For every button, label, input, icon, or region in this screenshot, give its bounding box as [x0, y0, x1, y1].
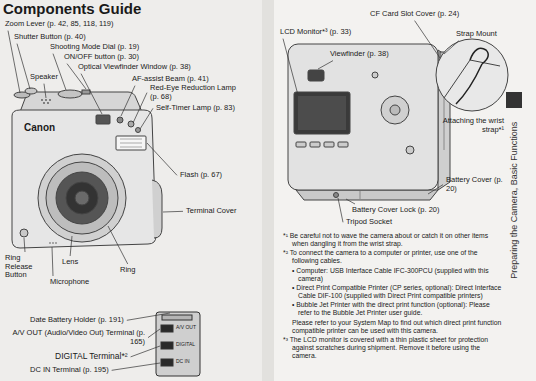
- port-label: DIGITAL: [176, 342, 195, 348]
- part-label: Terminal Cover: [186, 207, 236, 216]
- part-label: Red-Eye Reduction Lamp (p. 68): [150, 84, 242, 101]
- part-label: Tripod Socket: [346, 218, 392, 227]
- part-label: Ring: [120, 266, 135, 275]
- part-label: Speaker: [30, 73, 58, 82]
- section-tab: [506, 92, 522, 108]
- speaker-holes: [41, 99, 51, 104]
- part-label: A/V OUT (Audio/Video Out) Terminal (p. 1…: [5, 329, 145, 346]
- leader-line: [283, 39, 298, 95]
- leader-line: [112, 363, 160, 370]
- part-label: Optical Viewfinder Window (p. 38): [78, 63, 191, 72]
- brand-logo: Canon: [24, 122, 55, 134]
- leader-line: [163, 211, 183, 213]
- leader-line: [133, 93, 147, 123]
- leader-line: [44, 84, 46, 98]
- microphone-holes: [49, 242, 57, 244]
- terminal-panel: [156, 312, 200, 376]
- part-label: Flash (p. 67): [180, 171, 222, 180]
- leader-line: [127, 313, 170, 320]
- page-gutter: [262, 0, 274, 381]
- port-label: DC IN: [176, 359, 190, 365]
- leader-line: [108, 226, 128, 264]
- leader-line: [24, 238, 25, 252]
- leader-line: [140, 108, 153, 129]
- footnote-item: • Direct Print Compatible Printer (CP se…: [283, 284, 503, 300]
- part-label: Viewfinder (p. 38): [330, 50, 389, 59]
- leader-line: [81, 74, 102, 114]
- leader-line: [346, 199, 355, 204]
- leader-line: [70, 236, 72, 256]
- left-page: [0, 0, 268, 381]
- footnote-item: • Computer: USB Interface Cable IFC-300P…: [283, 267, 503, 283]
- part-label: Strap Mount: [456, 30, 497, 39]
- footnote: Please refer to your System Map to find …: [283, 319, 503, 335]
- part-label: Attaching the wrist strap*¹: [426, 117, 504, 134]
- footnote: *³ The LCD monitor is covered with a thi…: [283, 336, 503, 360]
- leader-line: [148, 329, 160, 338]
- part-label: DC IN Terminal (p. 195): [30, 366, 109, 375]
- camera-front: [12, 88, 162, 248]
- part-label: ON/OFF button (p. 30): [64, 53, 139, 62]
- part-label: Shutter Button (p. 40): [14, 33, 86, 42]
- leader-line: [444, 41, 459, 54]
- footnote: *² To connect the camera to a computer o…: [283, 249, 503, 265]
- part-label: DIGITAL Terminal*²: [55, 352, 128, 362]
- leader-line: [52, 247, 53, 276]
- part-label: Battery Cover (p. 20): [446, 176, 504, 193]
- leader-line: [131, 346, 160, 357]
- footnote-item: • Bubble Jet Printer with the direct pri…: [283, 301, 503, 317]
- page-title: Components Guide: [3, 1, 141, 16]
- part-label: Date Battery Holder (p. 191): [30, 316, 124, 325]
- leader-line: [17, 44, 30, 89]
- part-label: Self-Timer Lamp (p. 83): [156, 104, 235, 113]
- part-label: LCD Monitor*³ (p. 33): [280, 28, 351, 37]
- part-label: Microphone: [50, 278, 89, 287]
- leader-line: [338, 198, 343, 222]
- part-label: Lens: [62, 258, 78, 267]
- part-label: Battery Cover Lock (p. 20): [352, 206, 440, 215]
- leader-line: [121, 86, 135, 116]
- footnotes-column: *¹ Be careful not to wave the camera abo…: [283, 232, 503, 361]
- leader-line: [147, 143, 177, 175]
- part-label: AF-assist Beam (p. 41): [132, 75, 209, 84]
- strap-inset: [436, 39, 508, 111]
- camera-back: [288, 44, 450, 200]
- section-tab-label: Preparing the Camera, Basic Functions: [509, 110, 519, 290]
- footnote: *¹ Be careful not to wave the camera abo…: [283, 232, 503, 248]
- part-label: Zoom Lever (p. 42, 85, 118, 119): [5, 20, 114, 29]
- part-label: Shooting Mode Dial (p. 19): [50, 43, 139, 52]
- right-page: [268, 0, 536, 381]
- leader-line: [415, 21, 440, 58]
- port-label: A/V OUT: [176, 325, 196, 331]
- leader-line: [318, 61, 333, 69]
- leader-line: [428, 185, 443, 194]
- part-label: CF Card Slot Cover (p. 24): [370, 10, 459, 19]
- part-label: Ring Release Button: [5, 254, 45, 280]
